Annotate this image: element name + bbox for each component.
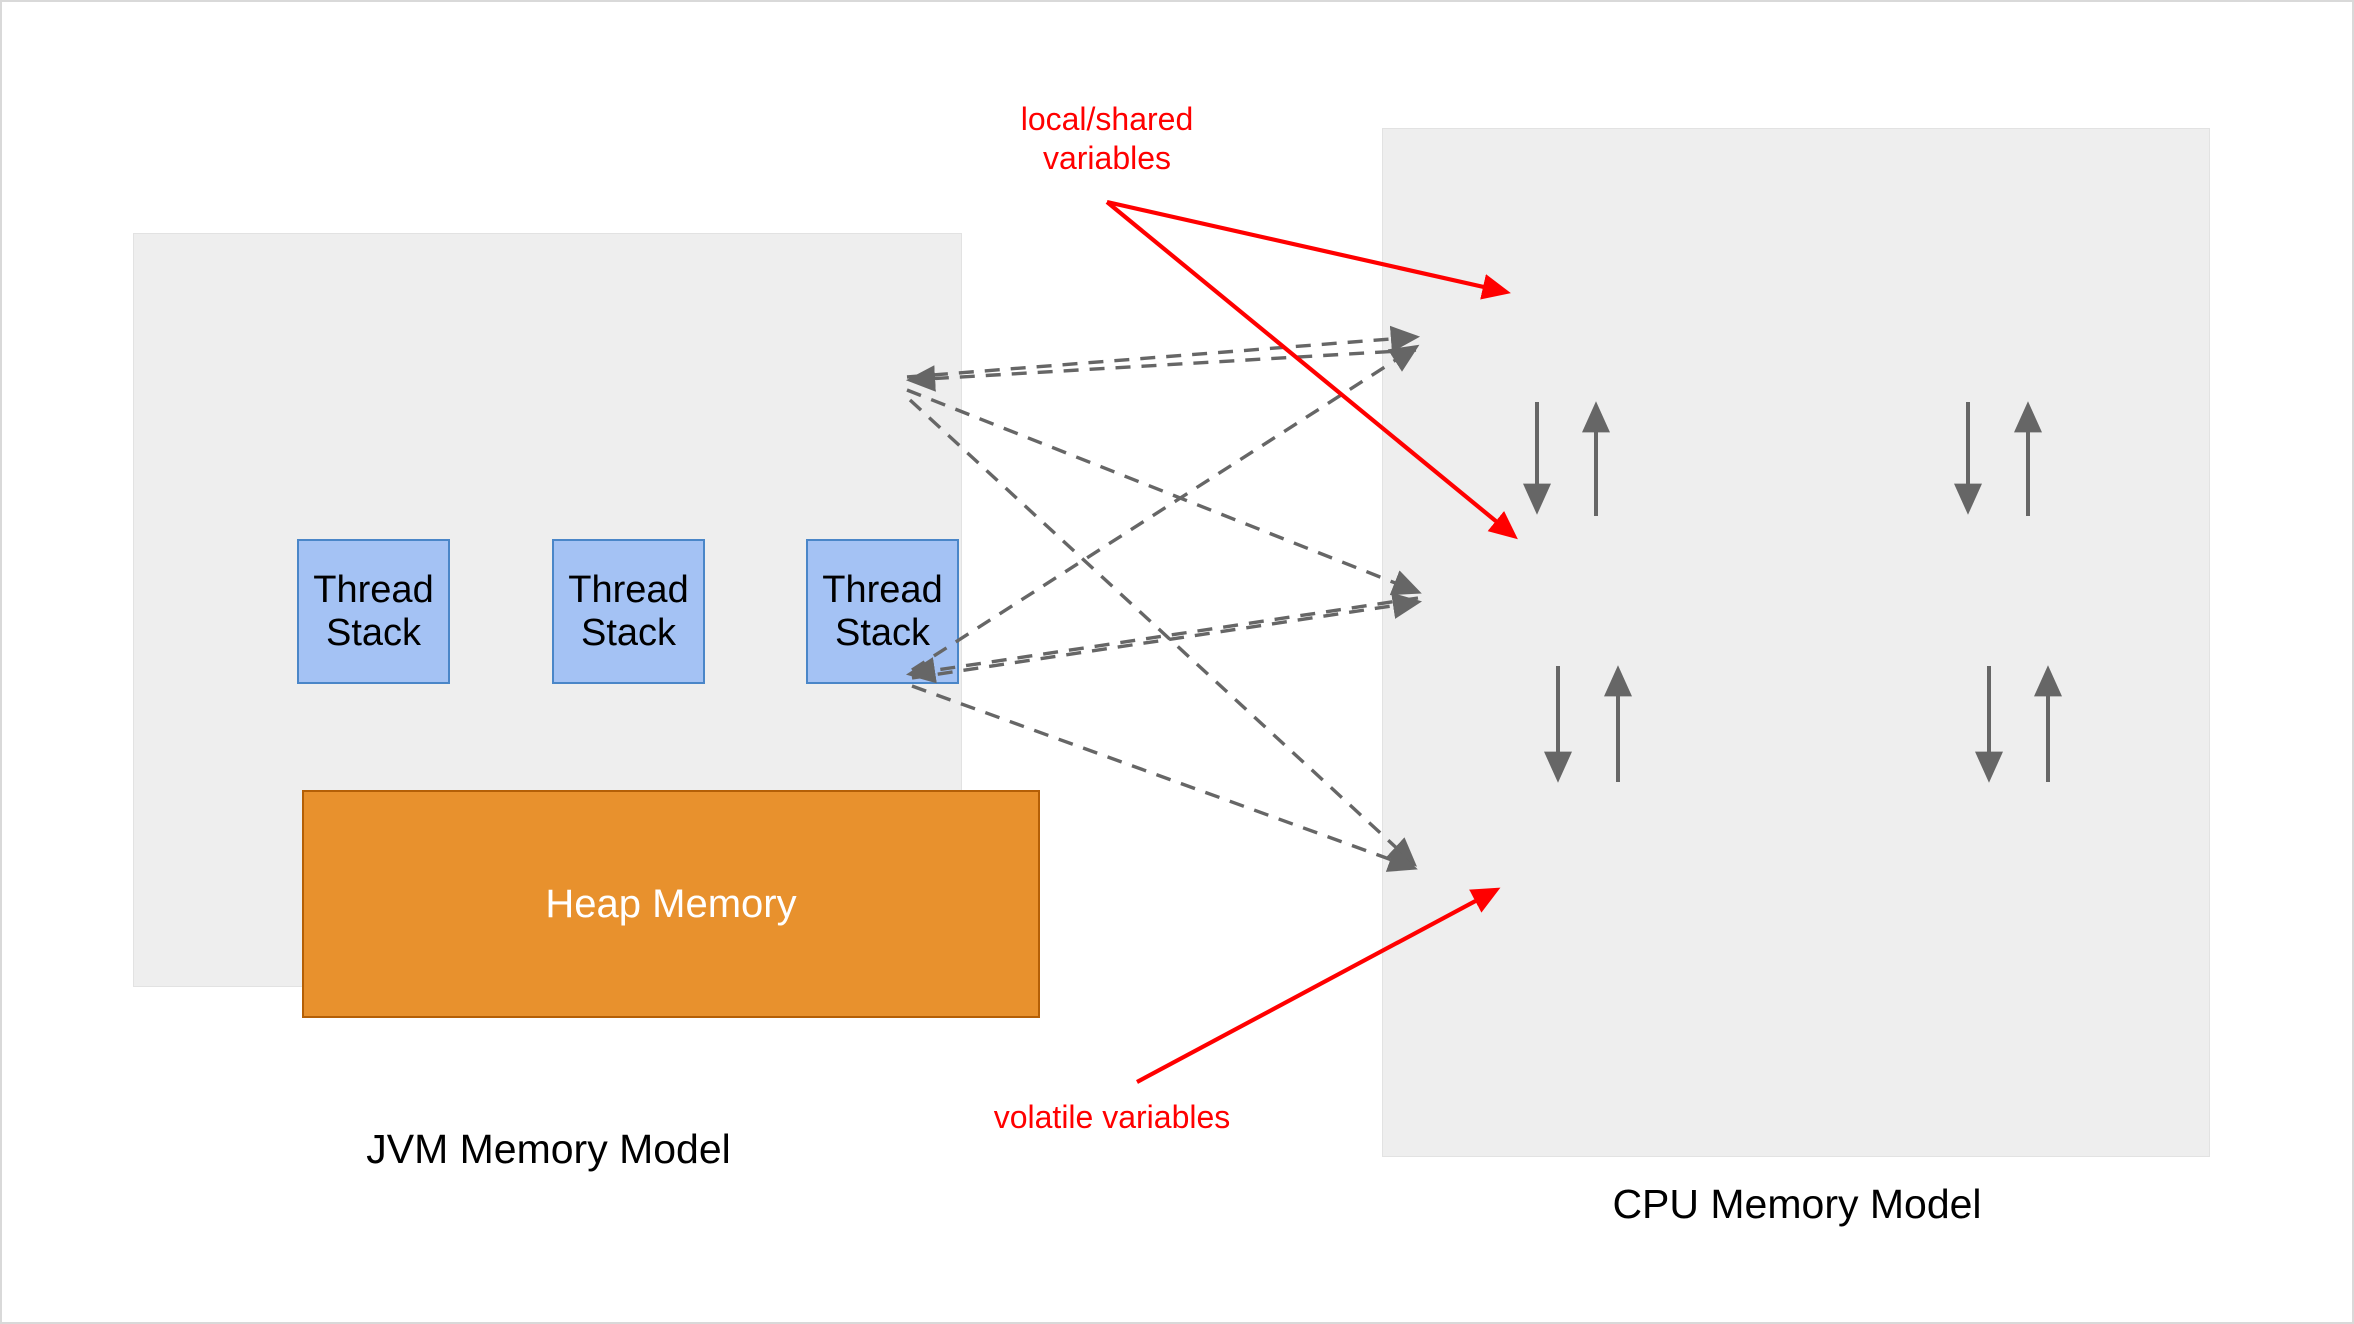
cpu-memory-model-panel: CPU REGISTER CPU REGISTER CPU-Cache Memo… — [1382, 128, 2210, 1225]
jvm-memory-model-caption: JVM Memory Model — [366, 1126, 731, 1172]
connector-threadstack-to-register — [906, 325, 1421, 379]
connector-heap-to-cache — [911, 592, 1423, 680]
thread-stack-box-3: Thread Stack — [806, 539, 959, 684]
connector-register-to-threadstack — [905, 348, 1417, 392]
volatile-variables-label: volatile variables — [993, 1099, 1231, 1135]
local-shared-variables-label: local/shared variables — [1020, 101, 1194, 177]
connector-threadstack-to-cache — [906, 388, 1422, 596]
jvm-memory-model-panel: Thread Stack Thread Stack Thread Stack H… — [133, 233, 1040, 1170]
heap-memory-box: Heap Memory — [302, 790, 1040, 1018]
connector-cache-to-heap — [905, 596, 1419, 684]
cpu-memory-model-caption: CPU Memory Model — [1612, 1181, 1982, 1227]
connector-heap-to-register — [911, 344, 1420, 672]
thread-stack-box-2: Thread Stack — [552, 539, 705, 684]
thread-stack-box-1: Thread Stack — [297, 539, 450, 684]
